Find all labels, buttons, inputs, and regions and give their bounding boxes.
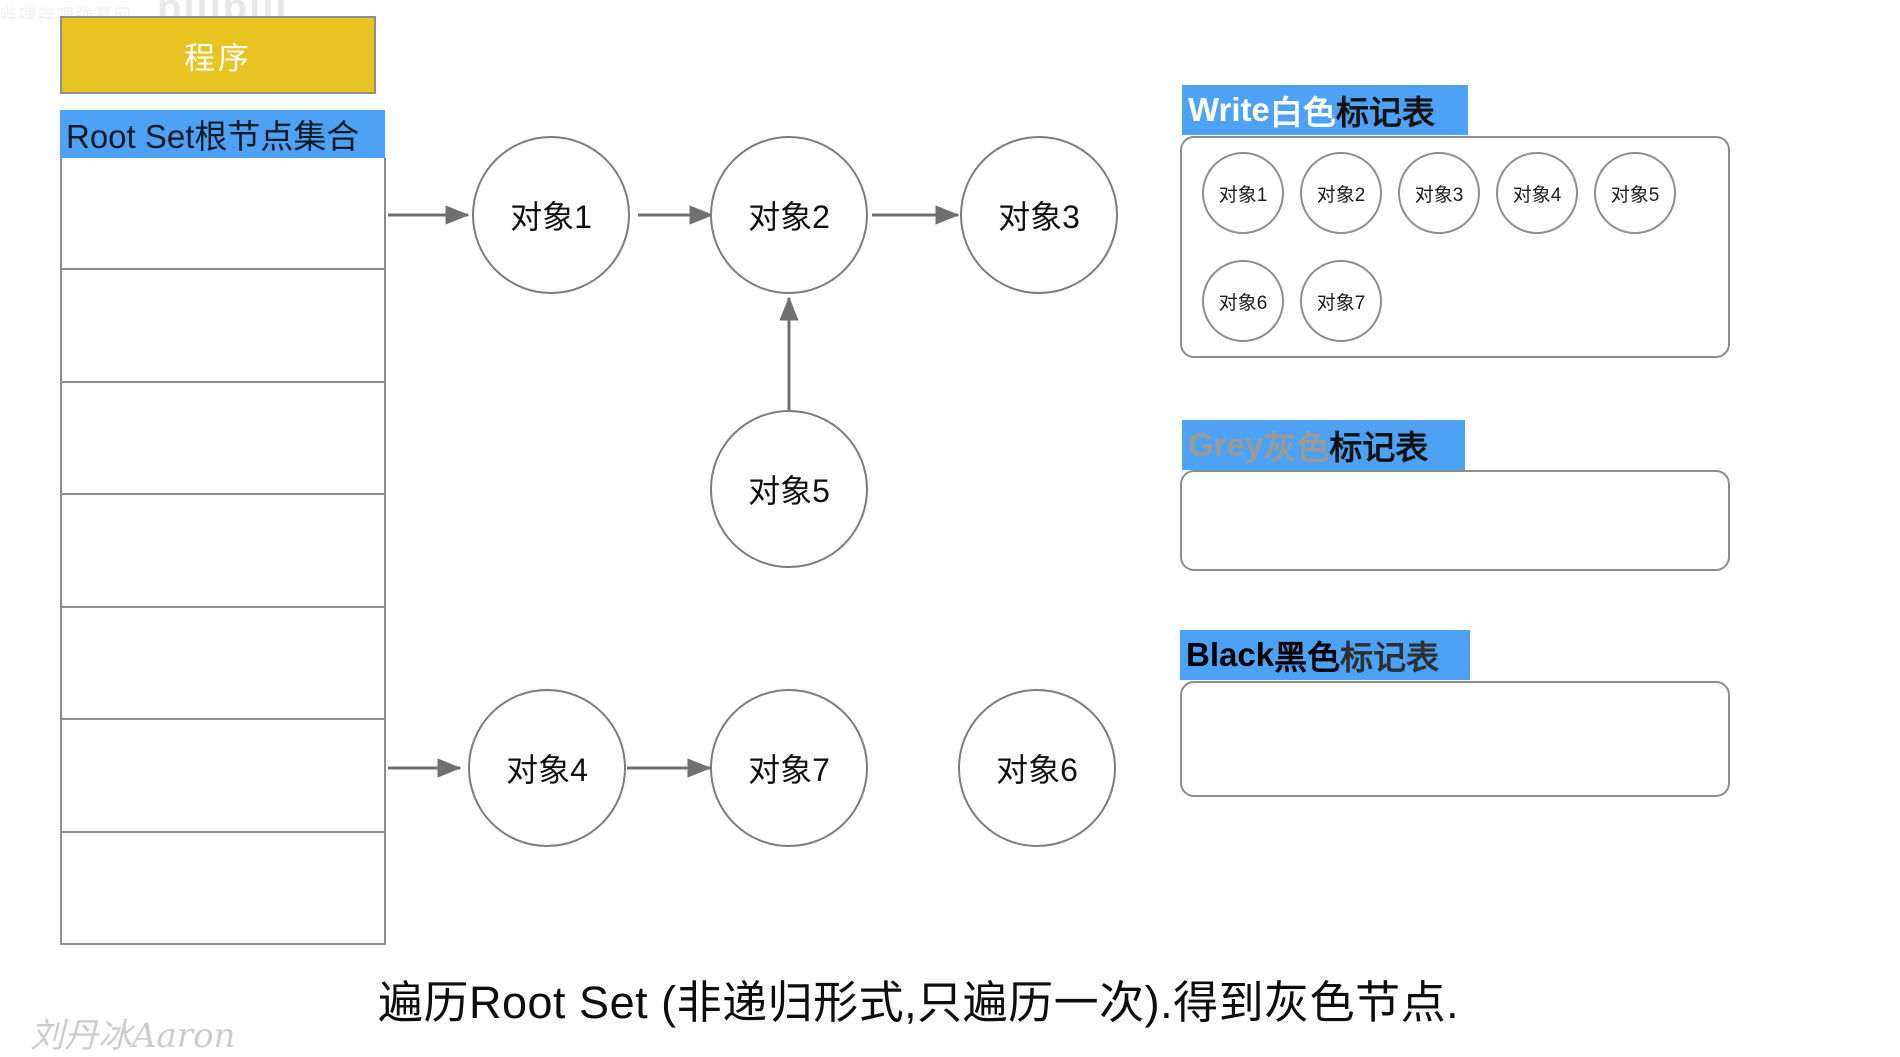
- grey-title-en: Grey: [1188, 426, 1264, 463]
- white-title-en: Write: [1188, 91, 1270, 128]
- root-set-row[interactable]: [62, 720, 384, 833]
- white-title-suffix: 标记表: [1335, 94, 1435, 131]
- mark-table-chip[interactable]: 对象2: [1300, 152, 1382, 234]
- node-label: 对象2: [748, 199, 830, 235]
- black-mark-table-title: Black 黑色标记表: [1180, 630, 1470, 680]
- mark-table-chip[interactable]: 对象4: [1496, 152, 1578, 234]
- root-set-header-label: Root Set根节点集合: [66, 118, 360, 155]
- node-obj6[interactable]: 对象6: [958, 689, 1116, 847]
- node-obj5[interactable]: 对象5: [710, 410, 868, 568]
- grey-title-suffix: 标记表: [1329, 429, 1429, 466]
- mark-table-chip[interactable]: 对象7: [1300, 260, 1382, 342]
- node-label: 对象6: [996, 752, 1078, 788]
- watermark-brand: bilibili: [157, 0, 289, 20]
- node-obj1[interactable]: 对象1: [472, 136, 630, 294]
- node-obj2[interactable]: 对象2: [710, 136, 868, 294]
- black-title-cn: 黑色: [1274, 639, 1341, 676]
- grey-title-cn: 灰色: [1263, 429, 1330, 466]
- white-title-cn: 白色: [1269, 94, 1336, 131]
- node-label: 对象3: [998, 199, 1080, 235]
- node-obj7[interactable]: 对象7: [710, 689, 868, 847]
- grey-mark-table-box: [1180, 470, 1730, 571]
- white-mark-table-title: Write 白色标记表: [1182, 85, 1468, 135]
- node-label: 对象5: [748, 473, 830, 509]
- black-mark-table-box: [1180, 681, 1730, 797]
- node-obj3[interactable]: 对象3: [960, 136, 1118, 294]
- root-set-row[interactable]: [62, 158, 384, 271]
- root-set-row[interactable]: [62, 383, 384, 496]
- node-obj4[interactable]: 对象4: [468, 689, 626, 847]
- bilibili-watermark: 哔哩哔哩弹幕网bilibili: [0, 0, 420, 20]
- root-set-row[interactable]: [62, 608, 384, 721]
- author-watermark: 刘丹冰Aaron: [30, 1016, 236, 1056]
- mark-table-chip[interactable]: 对象1: [1202, 152, 1284, 234]
- mark-table-chip[interactable]: 对象5: [1594, 152, 1676, 234]
- mark-table-chip[interactable]: 对象3: [1398, 152, 1480, 234]
- grey-mark-table-title: Grey 灰色标记表: [1182, 420, 1465, 470]
- mark-table-chip[interactable]: 对象6: [1202, 260, 1284, 342]
- black-title-en: Black: [1186, 636, 1275, 673]
- root-set-header: Root Set根节点集合: [60, 110, 385, 158]
- root-set-row[interactable]: [62, 270, 384, 383]
- caption-text: 遍历Root Set (非递归形式,只遍历一次).得到灰色节点.: [378, 977, 1460, 1028]
- program-box: 程序: [60, 16, 376, 94]
- root-set-row[interactable]: [62, 495, 384, 608]
- root-set-table: [60, 158, 386, 945]
- node-label: 对象1: [510, 199, 592, 235]
- node-label: 对象4: [506, 752, 588, 788]
- node-label: 对象7: [748, 752, 830, 788]
- root-set-row[interactable]: [62, 833, 384, 945]
- program-label: 程序: [184, 40, 252, 76]
- black-title-suffix: 标记表: [1340, 639, 1440, 676]
